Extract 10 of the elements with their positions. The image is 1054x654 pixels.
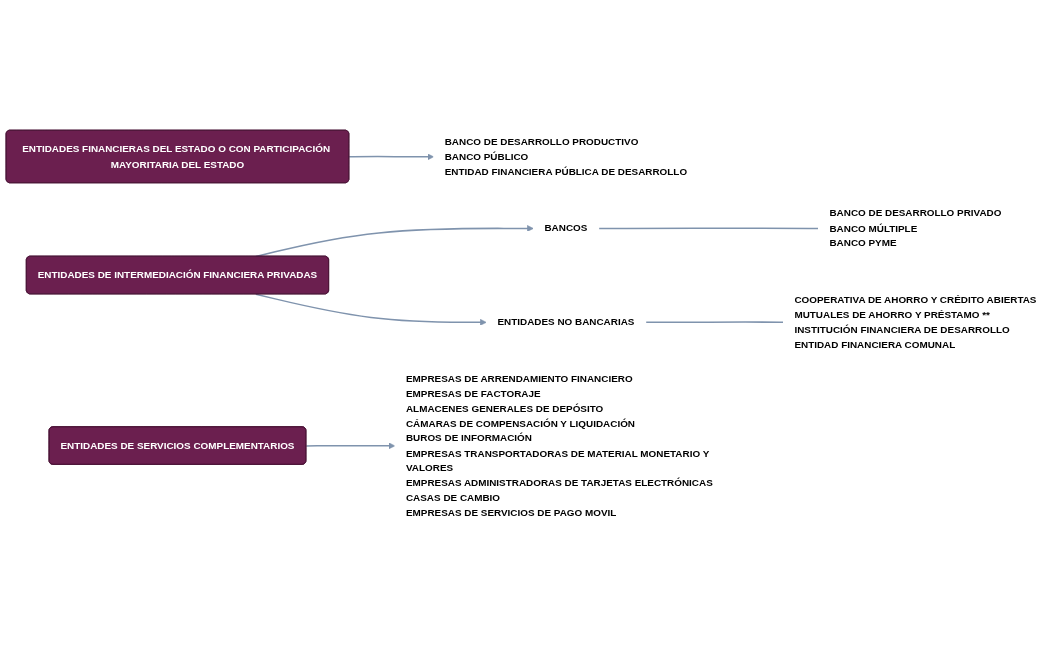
node-text: BANCO DE DESARROLLO PRIVADO BANCO MÚLTIPLE BANCO PYME xyxy=(829,207,1002,249)
arrow xyxy=(255,293,487,326)
arrow xyxy=(348,153,434,161)
arrow xyxy=(305,442,396,450)
connector xyxy=(598,227,820,230)
node-text: EMPRESAS DE ARRENDAMIENTO FINANCIERO EMPRESAS DE FACTORAJE ALMACENES GENERALES DE DEPÓSITO CÁMARAS DE COMPENSACIÓN Y LIQUIDACIÓN BUROS DE INFORMACIÓN EMPRESAS TRANSPORTADORAS DE MATERIAL MONETARIO Y VALORES EMPRESAS ADMINISTRADORAS DE TARJETAS ELECTRÓNICAS CASAS DE CAMBIO EMPRESAS DE SERVICIOS DE PAGO MOVIL xyxy=(405,372,713,518)
node-text: COOPERATIVA DE AHORRO Y CRÉDITO ABIERTAS MUTUALES DE AHORRO Y PRÉSTAMO ** INSTITUCIÓN FINANCIERA DE DESARROLLO ENTIDAD FINANCIERA COMUNAL xyxy=(794,293,1037,350)
node-text: ENTIDADES NO BANCARIAS xyxy=(497,316,635,328)
node-text: BANCO DE DESARROLLO PRODUCTIVO BANCO PÚBLICO ENTIDAD FINANCIERA PÚBLICA DE DESARROLLO xyxy=(444,135,688,177)
node-text: BANCOS xyxy=(544,222,588,234)
